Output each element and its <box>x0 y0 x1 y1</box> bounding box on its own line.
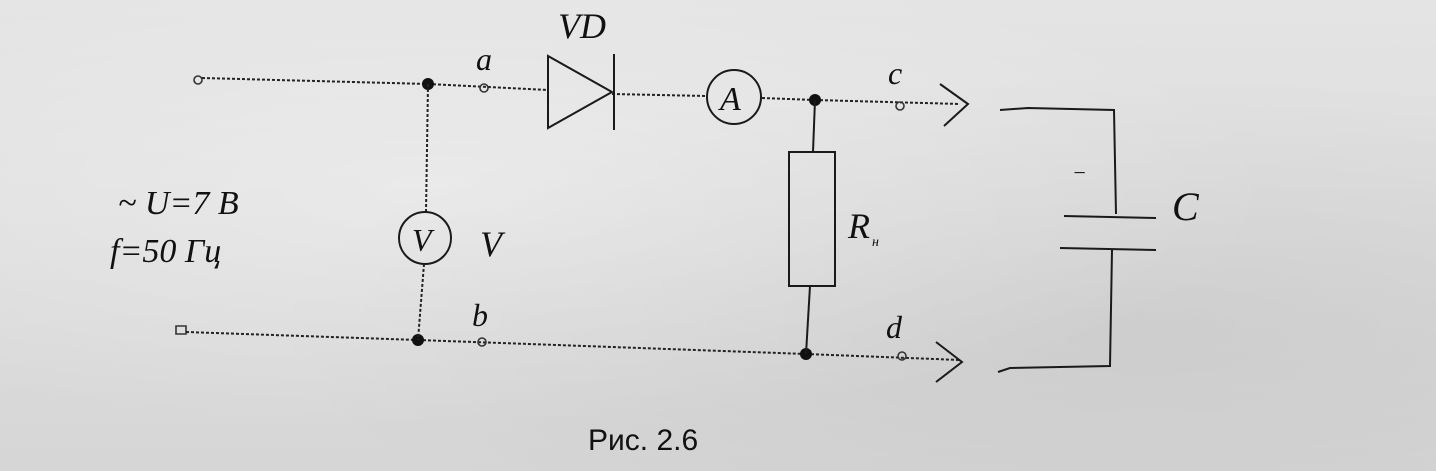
terminal-b <box>477 337 487 347</box>
capacitor-plate-bottom <box>1059 247 1157 251</box>
resistor-label: R <box>847 206 870 246</box>
connector-d-arrow <box>935 341 964 383</box>
resistor-rn <box>788 99 836 355</box>
terminal-b-label: b <box>472 297 488 333</box>
source-terminal-top <box>193 75 203 85</box>
ammeter <box>706 69 762 125</box>
source-frequency-label: f=50 Гц <box>110 233 221 270</box>
voltmeter-symbol: V <box>412 222 435 258</box>
voltmeter-label: V <box>480 224 506 264</box>
terminal-c-label: c <box>888 55 902 91</box>
bottom-wire <box>175 325 964 383</box>
source-terminal-bottom <box>175 325 187 335</box>
diode-label: VD <box>558 6 606 46</box>
source-voltage-label: ~ U=7 B <box>118 185 239 222</box>
terminal-d <box>897 351 907 361</box>
voltmeter <box>398 83 452 341</box>
diode-vd <box>547 54 615 130</box>
capacitor-label: C <box>1172 184 1200 229</box>
figure-caption: Рис. 2.6 <box>588 424 698 457</box>
capacitor-c <box>997 106 1157 373</box>
terminal-d-label: d <box>886 309 903 345</box>
terminal-a <box>479 83 489 93</box>
ammeter-symbol: A <box>718 81 741 118</box>
capacitor-polarity: − <box>1072 160 1087 185</box>
terminal-a-label: a <box>476 41 492 77</box>
terminal-c <box>895 101 905 111</box>
resistor-subscript: н <box>872 235 879 250</box>
top-wire <box>193 75 970 127</box>
capacitor-plate-top <box>1063 215 1157 219</box>
connector-c-arrow <box>939 83 970 127</box>
